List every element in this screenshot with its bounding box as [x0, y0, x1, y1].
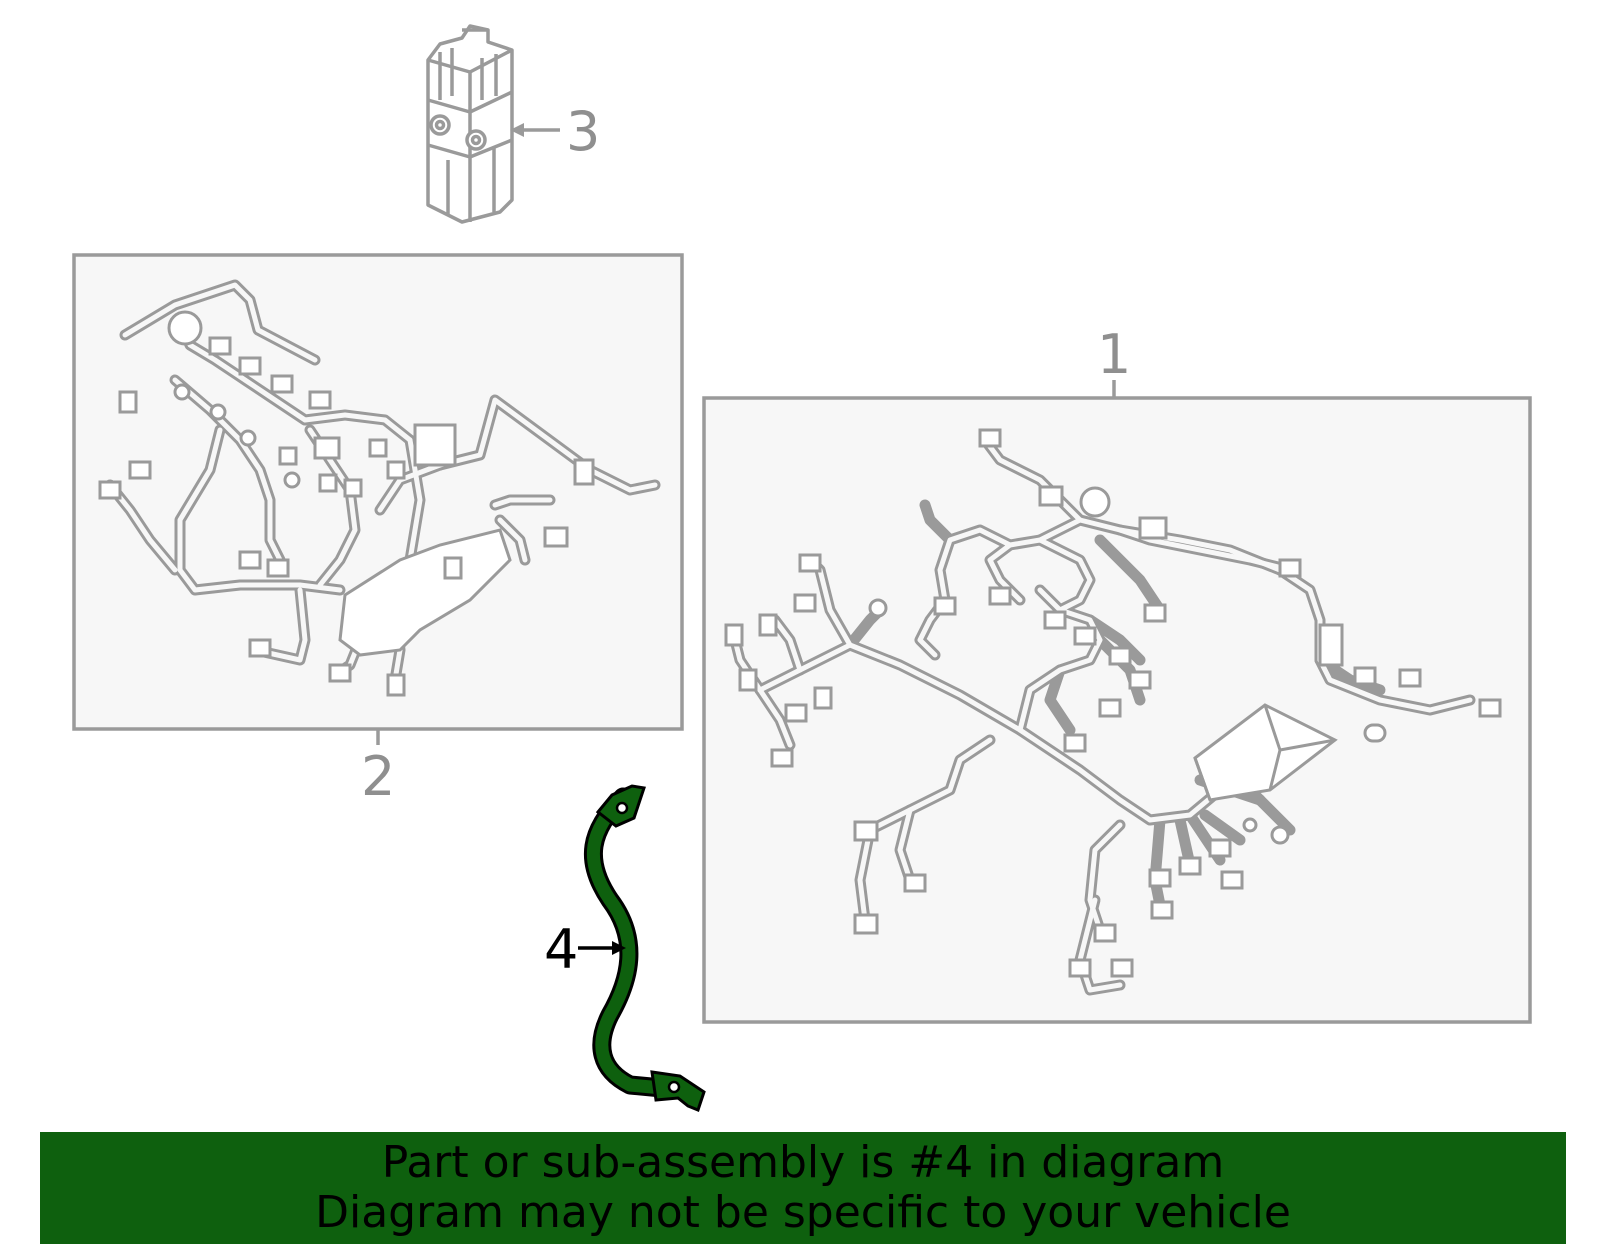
callout-3-leader [510, 123, 560, 137]
callout-4-leader [578, 941, 626, 955]
callout-2: 2 [361, 745, 395, 808]
ground-strap-icon[interactable] [583, 784, 706, 1112]
part-info-line-2: Diagram may not be specific to your vehi… [315, 1187, 1291, 1238]
relay-block-icon[interactable] [426, 24, 514, 224]
engine-harness-connectors [724, 428, 1502, 978]
part-info-banner: Part or sub-assembly is #4 in diagram Di… [40, 1132, 1566, 1244]
callout-1: 1 [1097, 323, 1131, 386]
callout-3: 3 [566, 100, 600, 163]
callout-4: 4 [544, 918, 578, 981]
part-info-line-1: Part or sub-assembly is #4 in diagram [381, 1137, 1225, 1188]
panel-part-2 [72, 253, 684, 731]
sub-harness-connectors [98, 310, 595, 697]
